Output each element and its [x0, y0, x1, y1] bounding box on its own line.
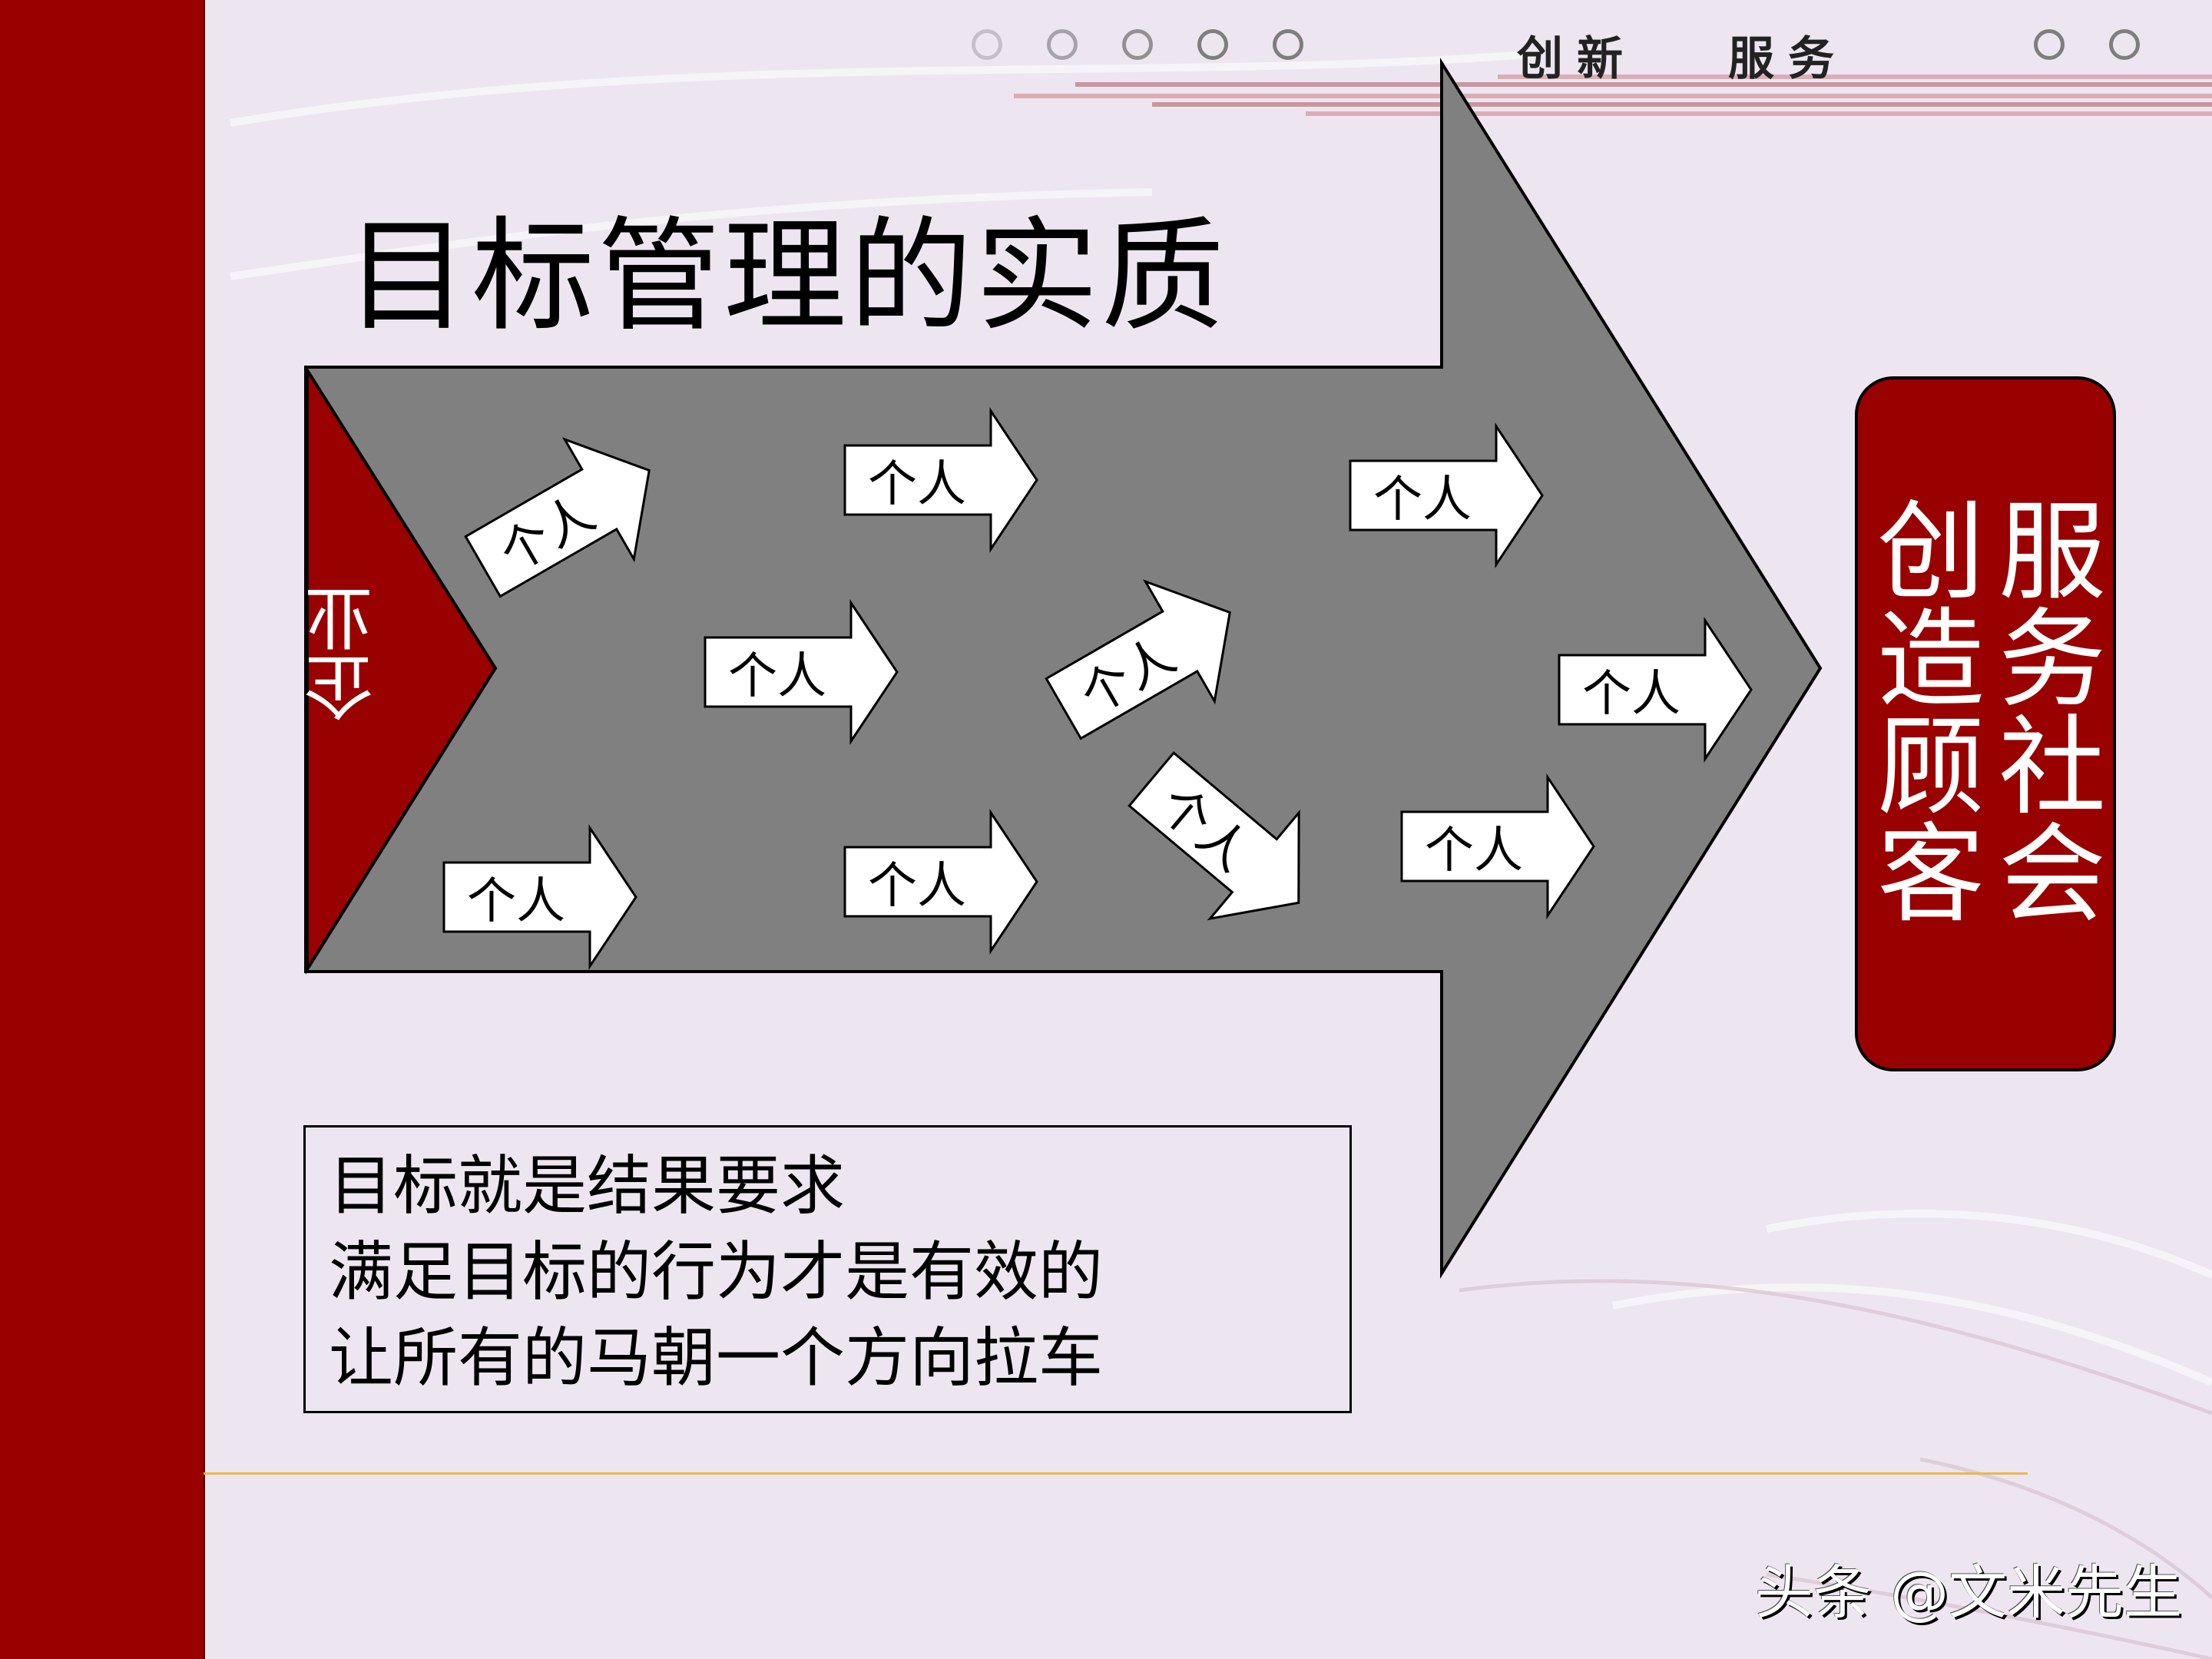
enterprise-triangle	[306, 365, 498, 975]
individual-label: 个人	[868, 456, 966, 513]
header-slogan-service: 服务	[1728, 32, 1848, 86]
individual-arrow-10: 个人	[1400, 773, 1595, 919]
slide-title: 目标管理的实质	[346, 204, 1228, 348]
individual-label: 个人	[1425, 823, 1523, 879]
notes-box: 目标就是结果要求 满足目标的行为才是有效的 让所有的马朝一个方向拉车	[303, 1125, 1352, 1413]
header-dots-right	[2034, 29, 2140, 60]
individual-arrow-7: 个人	[1107, 727, 1343, 956]
header-dots-left	[972, 29, 1303, 60]
individual-arrow-3: 个人	[704, 599, 899, 745]
individual-arrow-9: 个人	[1558, 617, 1753, 763]
note-line-2: 满足目标的行为才是有效的	[329, 1234, 1104, 1310]
individual-arrow-6: 个人	[1029, 553, 1265, 769]
individual-label: 个人	[1582, 666, 1681, 723]
dot-icon	[1197, 29, 1228, 60]
dot-icon	[1122, 29, 1153, 60]
dot-icon	[2034, 29, 2065, 60]
dot-icon	[2109, 29, 2140, 60]
dot-icon	[972, 29, 1002, 60]
individual-arrow-4: 个人	[442, 824, 637, 970]
goal-serve-society: 服务社会	[1980, 495, 2105, 925]
header-slogan-innovation: 创新	[1517, 32, 1637, 86]
watermark: 头条 @文米先生	[1755, 1558, 2183, 1627]
individual-arrow-5: 个人	[843, 809, 1038, 955]
individual-label: 个人	[1373, 472, 1472, 528]
individual-arrow-8: 个人	[1349, 422, 1544, 568]
individual-label: 个人	[728, 648, 826, 705]
left-accent-bar	[0, 0, 205, 1659]
dot-icon	[1273, 29, 1303, 60]
footer-divider	[204, 1472, 2028, 1475]
individual-arrow-1: 个人	[449, 411, 684, 627]
note-line-3: 让所有的马朝一个方向拉车	[329, 1320, 1104, 1396]
dot-icon	[1047, 29, 1078, 60]
individual-arrow-2: 个人	[843, 407, 1038, 553]
goal-create-customers: 创造顾客	[1859, 495, 1984, 925]
goal-box: 服务社会 创造顾客	[1855, 376, 2116, 1071]
enterprise-label: 企业	[305, 584, 386, 722]
individual-label: 个人	[467, 873, 565, 930]
individual-label: 个人	[868, 858, 966, 915]
note-line-1: 目标就是结果要求	[329, 1148, 846, 1224]
